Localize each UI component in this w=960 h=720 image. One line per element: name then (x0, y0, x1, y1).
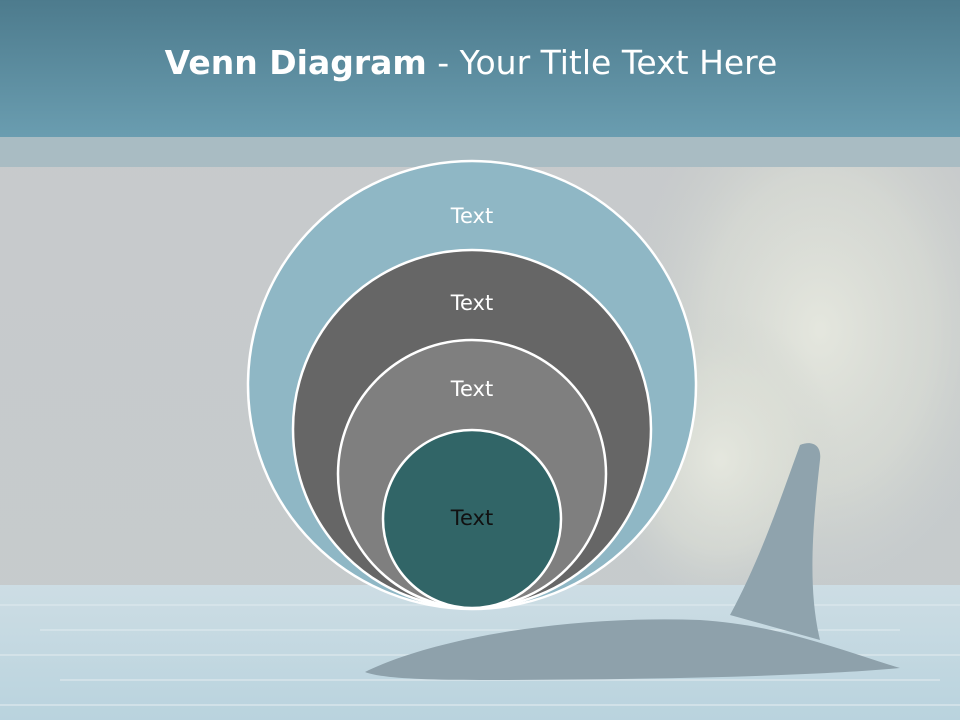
second-circle-label: Text (450, 291, 493, 315)
third-circle-label: Text (450, 377, 493, 401)
inner-circle (381, 428, 563, 610)
outer-circle-label: Text (450, 204, 493, 228)
orca-body (365, 619, 900, 680)
inner-circle-label: Text (450, 506, 493, 530)
slide-title: Venn Diagram - Your Title Text Here (0, 38, 942, 88)
title-rest-part: - Your Title Text Here (426, 43, 778, 82)
title-bold-part: Venn Diagram (164, 43, 427, 82)
orca-fin (730, 443, 821, 640)
title-bar (0, 0, 960, 137)
